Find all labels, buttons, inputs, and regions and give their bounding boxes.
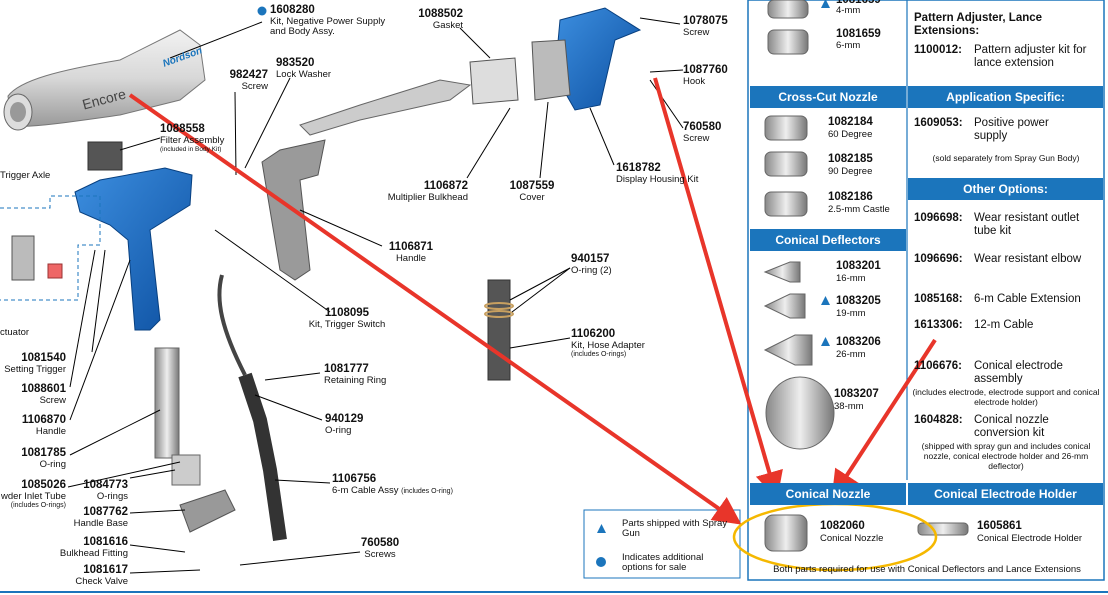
nozzle-icons (763, 0, 969, 552)
nozzle-6mm-desc: 6-mm (836, 40, 861, 51)
multiplier-bulkhead (299, 79, 472, 136)
crosscut-2-pn: 1082185 (828, 153, 873, 165)
other-option-1: 1096698:Wear resistant outlet tube kit (914, 212, 1080, 238)
crosscut-3-pn: 1082186 (828, 191, 873, 203)
deflector-26-desc: 26-mm (836, 349, 866, 360)
application-header: Application Specific: (908, 86, 1103, 108)
gun-body-shroud (3, 29, 206, 131)
filter-assembly (87, 141, 123, 171)
deflector-19-pn: 1083205 (836, 295, 881, 307)
body-kit-dot-icon (257, 6, 267, 16)
pattern-adjuster-item: 1100012:Pattern adjuster kit for lance e… (914, 44, 1087, 70)
pattern-adjuster-title: Pattern Adjuster, Lance Extensions: (914, 12, 1043, 38)
deflector-26-pn: 1083206 (836, 336, 881, 348)
deflector-19mm-triangle-icon (821, 296, 830, 305)
other-options-header: Other Options: (908, 178, 1103, 200)
crosscut-2-desc: 90 Degree (828, 166, 873, 177)
shipped-triangle-icon (597, 524, 606, 533)
cross-cut-header: Cross-Cut Nozzle (750, 86, 906, 108)
nozzle-4mm-pn: 1081659 (836, 0, 881, 6)
other-option-4: 1613306:12-m Cable (914, 319, 1034, 331)
setting-trigger-part (47, 263, 63, 279)
deflector-16-desc: 16-mm (836, 273, 866, 284)
label-actuator: ctuator (0, 327, 30, 338)
trigger-part (11, 235, 35, 281)
deflector-16-pn: 1083201 (836, 260, 881, 272)
crosscut-1-pn: 1082184 (828, 116, 873, 128)
other-option-5-note: (includes electrode, electrode support a… (912, 387, 1100, 407)
crosscut-1-desc: 60 Degree (828, 129, 873, 140)
deflectors-header: Conical Deflectors (750, 229, 906, 251)
electrode-holder-header: Conical Electrode Holder (908, 483, 1103, 505)
electrode-holder-pn: 1605861 (977, 520, 1022, 532)
application-note: (sold separately from Spray Gun Body) (932, 153, 1080, 163)
options-panel-frame (747, 0, 1105, 581)
nozzle-4mm-triangle-icon (821, 0, 830, 8)
other-option-5: 1106676:Conical electrode assembly (914, 360, 1063, 386)
conical-nozzle-desc: Conical Nozzle (820, 533, 884, 544)
leader-lines (67, 17, 684, 574)
hose-adapter (487, 279, 511, 381)
red-annotation-arrows (128, 77, 937, 525)
other-option-3: 1085168:6-m Cable Extension (914, 293, 1081, 305)
deflector-38-desc: 38-mm (834, 401, 864, 412)
other-option-6: 1604828:Conical nozzle conversion kit (914, 414, 1049, 440)
other-option-6-note: (shipped with spray gun and includes con… (921, 441, 1091, 471)
label-trigger-axle: Trigger Axle (0, 170, 51, 181)
legend-additional-text: Indicates additional options for sale (622, 552, 704, 574)
electrode-holder-desc: Conical Electrode Holder (977, 533, 1083, 544)
legend-shipped-text: Parts shipped with Spray Gun (622, 518, 728, 540)
powder-inlet-tube (154, 347, 180, 459)
additional-option-dot-icon (596, 557, 606, 567)
deflector-38-pn: 1083207 (834, 388, 879, 400)
nozzle-6mm-pn: 1081659 (836, 28, 881, 40)
nozzle-4mm-desc: 4-mm (836, 5, 861, 16)
deflector-26mm-triangle-icon (821, 337, 830, 346)
conical-footnote: Both parts required for use with Conical… (773, 564, 1081, 575)
crosscut-3-desc: 2.5-mm Castle (828, 204, 890, 215)
deflector-19-desc: 19-mm (836, 308, 866, 319)
conical-nozzle-pn: 1082060 (820, 520, 865, 532)
gasket-part (469, 57, 519, 105)
conical-nozzle-header: Conical Nozzle (750, 483, 906, 505)
handle-base (179, 489, 236, 533)
blue-handle-assembly (74, 167, 193, 331)
cover-part (531, 39, 571, 101)
cable-assembly (238, 372, 287, 541)
trigger-subassembly-box (0, 195, 101, 301)
application-item: 1609053:Positive power supply (914, 117, 1049, 143)
other-option-2: 1096696:Wear resistant elbow (914, 253, 1082, 265)
